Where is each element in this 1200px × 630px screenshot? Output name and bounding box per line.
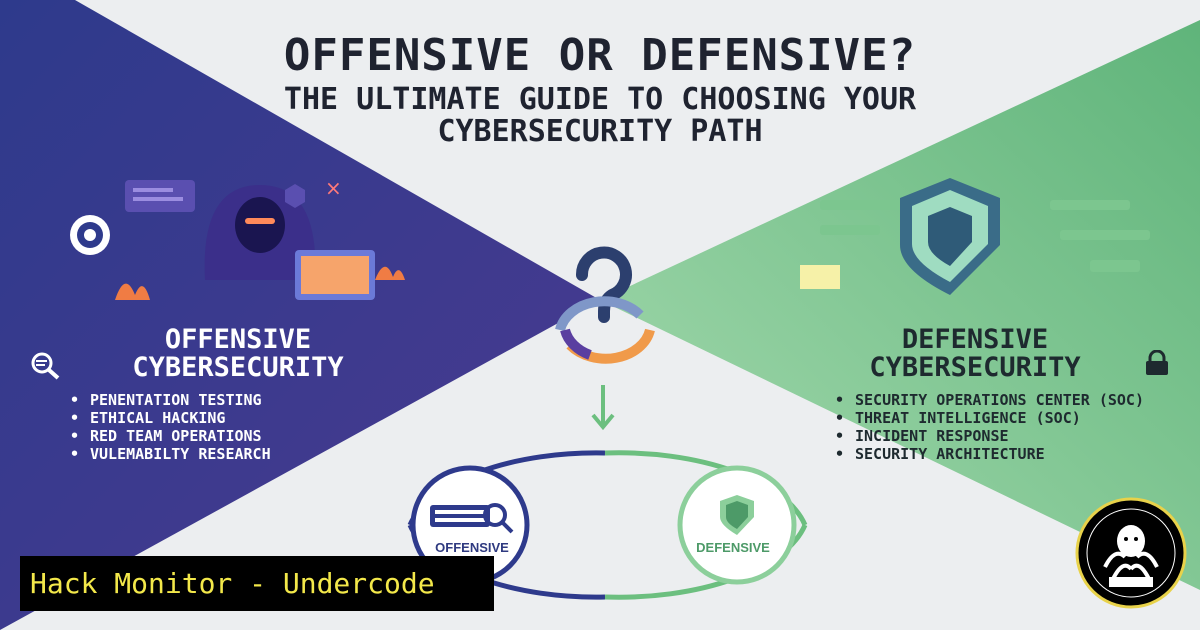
watermark-banner: Hack Monitor - Undercode bbox=[20, 556, 494, 611]
defensive-heading-line-2: CYBERSECURITY bbox=[869, 352, 1081, 383]
down-arrow-icon bbox=[591, 385, 615, 431]
list-item: SECURITY OPERATIONS CENTER (SOC) bbox=[835, 391, 1144, 409]
offensive-heading-line-1: OFFENSIVE bbox=[164, 324, 312, 355]
list-item: RED TEAM OPERATIONS bbox=[70, 427, 271, 445]
small-shield-icon bbox=[720, 495, 754, 535]
offensive-heading: OFFENSIVE CYBERSECURITY bbox=[88, 326, 388, 382]
defensive-list: SECURITY OPERATIONS CENTER (SOC) THREAT … bbox=[835, 391, 1144, 463]
keyboard-icon bbox=[430, 503, 514, 534]
defensive-heading: DEFENSIVE CYBERSECURITY bbox=[825, 326, 1125, 382]
hacker-illustration: × bbox=[70, 176, 405, 300]
defensive-heading-line-1: DEFENSIVE bbox=[901, 324, 1049, 355]
page-title: OFFENSIVE OR DEFENSIVE? bbox=[283, 30, 917, 81]
shield-illustration bbox=[800, 178, 1150, 295]
magnifier-icon bbox=[31, 352, 60, 380]
circles-diagram bbox=[407, 450, 808, 600]
lock-icon bbox=[1146, 350, 1168, 375]
offensive-list: PENENTATION TESTING ETHICAL HACKING RED … bbox=[70, 391, 271, 463]
defensive-circle-label: DEFENSIVE bbox=[696, 540, 770, 555]
svg-text:×: × bbox=[325, 176, 342, 200]
list-item: ETHICAL HACKING bbox=[70, 409, 271, 427]
list-item: PENENTATION TESTING bbox=[70, 391, 271, 409]
subtitle-line-2: CYBERSECURITY PATH bbox=[437, 114, 763, 149]
center-graphic bbox=[555, 246, 655, 431]
list-item: VULEMABILTY RESEARCH bbox=[70, 445, 271, 463]
list-item: THREAT INTELLIGENCE (SOC) bbox=[835, 409, 1144, 427]
octopus-logo bbox=[1075, 497, 1187, 609]
subtitle-line-1: THE ULTIMATE GUIDE TO CHOOSING YOUR bbox=[283, 82, 917, 117]
list-item: SECURITY ARCHITECTURE bbox=[835, 445, 1144, 463]
offensive-heading-line-2: CYBERSECURITY bbox=[132, 352, 344, 383]
banner-text: Hack Monitor - Undercode bbox=[30, 567, 435, 600]
list-item: INCIDENT RESPONSE bbox=[835, 427, 1144, 445]
page-subtitle: THE ULTIMATE GUIDE TO CHOOSING YOUR CYBE… bbox=[0, 84, 1200, 148]
offensive-circle-label: OFFENSIVE bbox=[435, 540, 509, 555]
cycle-arrows-icon bbox=[555, 296, 655, 364]
